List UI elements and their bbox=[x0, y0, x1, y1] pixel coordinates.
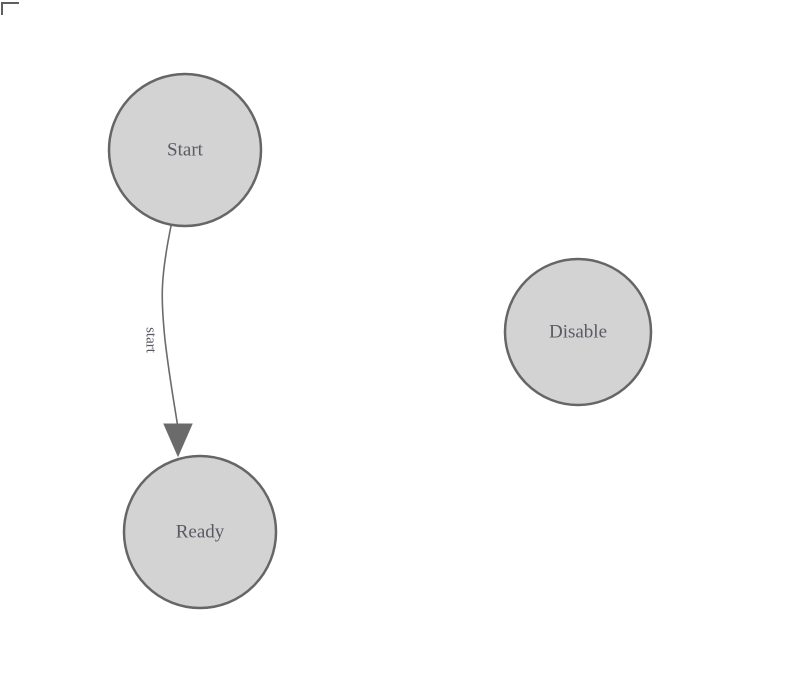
edge-label-start: start bbox=[143, 327, 159, 354]
crop-mark-icon bbox=[1, 2, 19, 15]
edge-line bbox=[161, 225, 179, 429]
node-ready-shape bbox=[122, 454, 278, 610]
arrowhead-icon bbox=[163, 423, 193, 458]
node-disable-label: Disable bbox=[549, 321, 607, 342]
node-start-shape bbox=[107, 72, 263, 228]
node-disable-shape bbox=[503, 257, 653, 407]
node-start[interactable]: Start bbox=[107, 72, 263, 228]
node-ready-label: Ready bbox=[176, 521, 225, 542]
node-ready[interactable]: Ready bbox=[122, 454, 278, 610]
node-start-label: Start bbox=[167, 139, 204, 160]
edge-start-to-ready[interactable]: start bbox=[143, 225, 193, 458]
node-disable[interactable]: Disable bbox=[503, 257, 653, 407]
